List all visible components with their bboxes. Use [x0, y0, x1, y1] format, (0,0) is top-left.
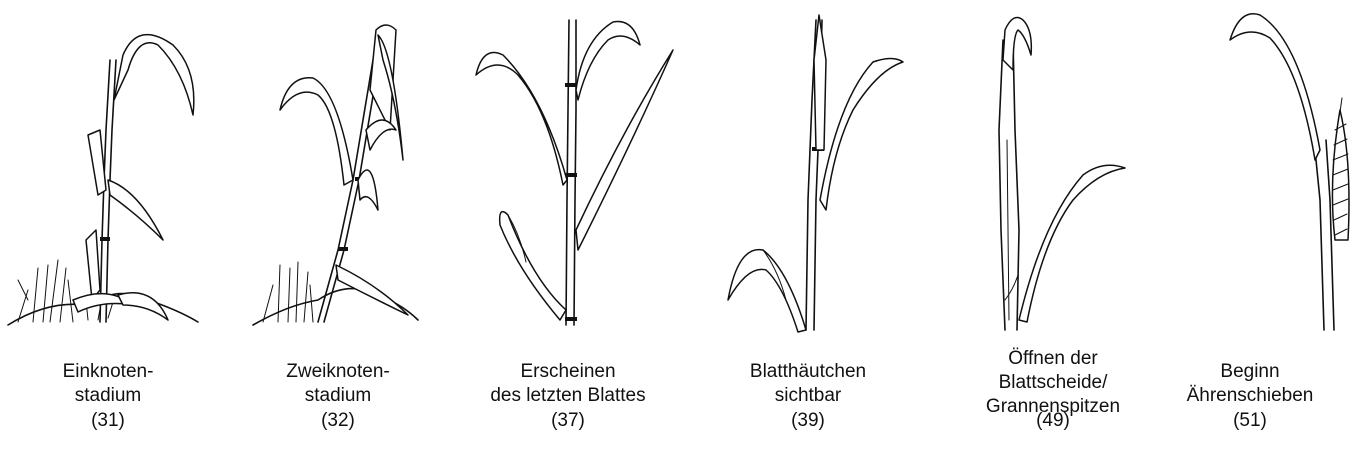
plant-two-node-stage-drawing	[218, 0, 458, 340]
plant-heading-start-drawing	[1130, 0, 1370, 340]
stage-label-line: Zweiknoten-	[218, 360, 458, 384]
stage-39: Blatthäutchen sichtbar (39)	[688, 0, 928, 462]
stage-label-line: Blatthäutchen	[688, 360, 928, 384]
stage-label-line: stadium	[0, 384, 228, 408]
bbch-code: (31)	[0, 409, 228, 433]
stage-label: Einknoten- stadium	[0, 360, 228, 408]
stage-label-line: stadium	[218, 384, 458, 408]
stage-label: Blatthäutchen sichtbar	[688, 360, 928, 408]
stage-label-line: Ährenschieben	[1130, 384, 1370, 408]
stage-label-line: Einknoten-	[0, 360, 228, 384]
bbch-code: (51)	[1130, 409, 1370, 433]
stage-label-line: Erscheinen	[448, 360, 688, 384]
stage-label-line: sichtbar	[688, 384, 928, 408]
stage-32: Zweiknoten- stadium (32)	[218, 0, 458, 462]
stage-label: Erscheinen des letzten Blattes	[448, 360, 688, 408]
stage-label-line: des letzten Blattes	[448, 384, 688, 408]
bbch-code: (37)	[448, 409, 688, 433]
plant-flag-leaf-emergence-drawing	[448, 0, 688, 340]
bbch-code: (32)	[218, 409, 458, 433]
stage-37: Erscheinen des letzten Blattes (37)	[448, 0, 688, 462]
plant-ligule-visible-drawing	[688, 0, 928, 340]
stage-31: Einknoten- stadium (31)	[0, 0, 228, 462]
stage-label: Zweiknoten- stadium	[218, 360, 458, 408]
bbch-code: (39)	[688, 409, 928, 433]
stage-label: Beginn Ährenschieben	[1130, 360, 1370, 408]
stage-51: Beginn Ährenschieben (51)	[1130, 0, 1370, 462]
stage-label-line: Beginn	[1130, 360, 1370, 384]
plant-one-node-stage-drawing	[0, 0, 228, 340]
